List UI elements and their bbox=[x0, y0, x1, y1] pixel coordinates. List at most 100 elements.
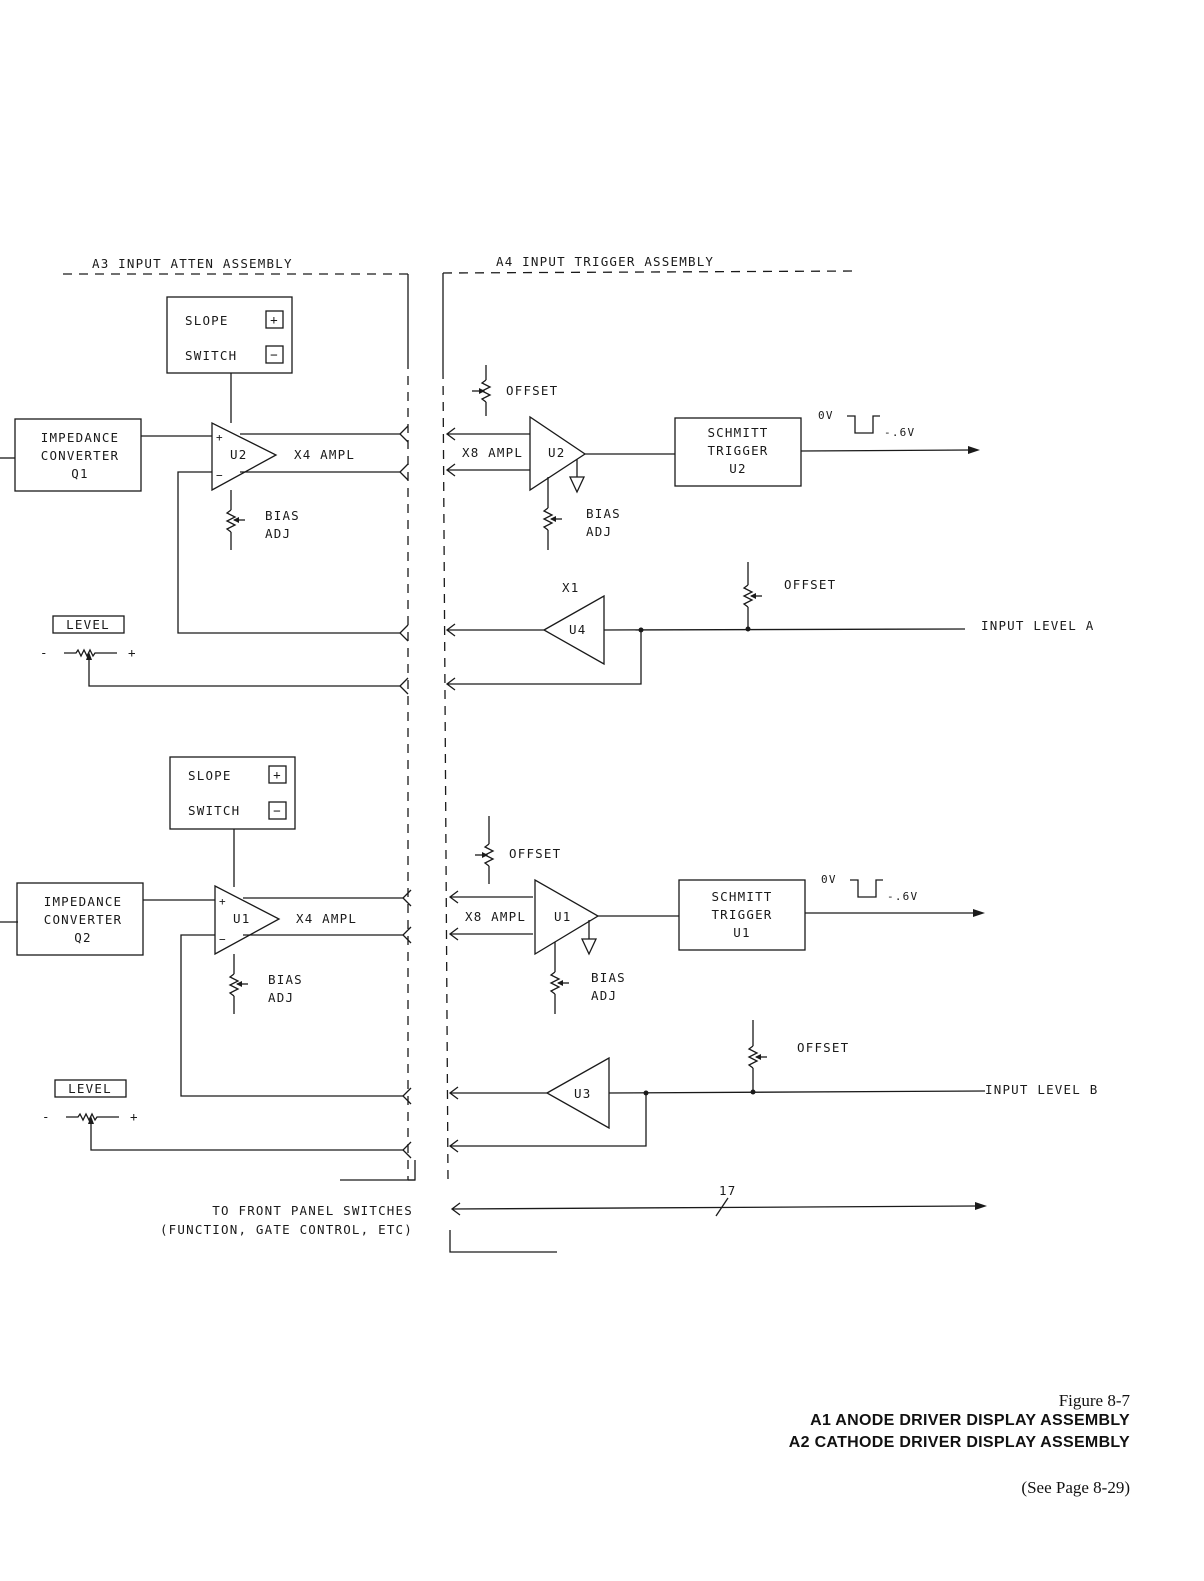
pulse-waveform-a bbox=[847, 415, 880, 434]
buffer-offset-label-a: OFFSET bbox=[784, 577, 836, 592]
buffer-label-b: U3 bbox=[574, 1086, 591, 1101]
trigger-amp-label-b: U1 bbox=[554, 909, 571, 924]
trigger-bias-b-line1: BIAS bbox=[591, 970, 626, 985]
level-minus-a: - bbox=[40, 645, 49, 660]
buffer-gain-a: X1 bbox=[562, 580, 579, 595]
impedance-converter-q1-line2: CONVERTER bbox=[41, 448, 120, 463]
trigger-bias-pot-b[interactable] bbox=[549, 971, 561, 995]
pulse-low-b: -.6V bbox=[887, 890, 918, 903]
switch-label-a: SWITCH bbox=[185, 348, 237, 363]
a4-assembly-boundary bbox=[442, 270, 856, 1253]
x8-ampl-label-a: X8 AMPL bbox=[462, 445, 523, 460]
trigger-amp-label-a: U2 bbox=[548, 445, 565, 460]
schmitt-b-line2: TRIGGER bbox=[711, 907, 772, 922]
slope-label-b: SLOPE bbox=[188, 768, 232, 783]
figure-title-line2: A2 CATHODE DRIVER DISPLAY ASSEMBLY bbox=[788, 1434, 1130, 1451]
atten-amp-plus-b: + bbox=[219, 895, 227, 908]
atten-amplifier-u1 bbox=[214, 884, 281, 956]
schmitt-trigger-u2 bbox=[674, 417, 802, 487]
bias-adj-pot-a[interactable] bbox=[225, 509, 237, 533]
trigger-bias-b-line2: ADJ bbox=[591, 988, 617, 1003]
slope-minus-glyph-b: − bbox=[273, 803, 282, 818]
channel-b: SLOPE SWITCH + − IMPEDANCE CONVERTER Q2 … bbox=[0, 756, 1098, 1159]
see-page-reference[interactable]: (See Page 8-29) bbox=[1021, 1478, 1130, 1497]
buffer-label-a: U4 bbox=[569, 622, 586, 637]
bias-adj-b-line1: BIAS bbox=[268, 972, 303, 987]
schmitt-b-line3: U1 bbox=[733, 925, 750, 940]
x4-ampl-label-b: X4 AMPL bbox=[296, 911, 357, 926]
schmitt-a-line2: TRIGGER bbox=[707, 443, 768, 458]
bus-slash bbox=[715, 1197, 729, 1217]
impedance-converter-q1-line3: Q1 bbox=[71, 466, 88, 481]
atten-amp-plus: + bbox=[216, 431, 224, 444]
buffer-offset-pot-a[interactable] bbox=[742, 584, 754, 608]
bias-adj-a-line2: ADJ bbox=[265, 526, 291, 541]
slope-plus-glyph-b: + bbox=[273, 767, 282, 782]
slope-minus-glyph-a: − bbox=[270, 347, 279, 362]
switch-label-b: SWITCH bbox=[188, 803, 240, 818]
level-pot-b[interactable] bbox=[66, 1112, 119, 1122]
bias-adj-a-line1: BIAS bbox=[265, 508, 300, 523]
front-panel-bus: 17 bbox=[450, 1183, 987, 1217]
x8-ampl-label-b: X8 AMPL bbox=[465, 909, 526, 924]
impedance-converter-q1 bbox=[14, 418, 142, 492]
front-panel-line1: TO FRONT PANEL SWITCHES bbox=[212, 1203, 413, 1218]
slope-plus-button-a[interactable] bbox=[265, 310, 284, 329]
level-label-box-a bbox=[52, 615, 125, 634]
impedance-converter-q2-line1: IMPEDANCE bbox=[44, 894, 123, 909]
impedance-converter-q2 bbox=[16, 882, 144, 956]
level-minus-b: - bbox=[42, 1109, 51, 1124]
pulse-high-b: 0V bbox=[821, 873, 837, 886]
pulse-low-a: -.6V bbox=[884, 426, 915, 439]
buffer-offset-label-b: OFFSET bbox=[797, 1040, 849, 1055]
pulse-waveform-b bbox=[850, 879, 883, 898]
bus-width-label: 17 bbox=[719, 1183, 736, 1198]
a3-assembly-boundary bbox=[63, 273, 416, 1181]
trigger-offset-label-a: OFFSET bbox=[506, 383, 558, 398]
schmitt-a-line1: SCHMITT bbox=[707, 425, 768, 440]
impedance-converter-q2-line3: Q2 bbox=[74, 930, 91, 945]
figure-number: Figure 8-7 bbox=[1058, 1391, 1130, 1410]
level-label-box-b bbox=[54, 1079, 127, 1098]
trigger-amplifier-u1 bbox=[534, 878, 600, 956]
level-plus-b: + bbox=[130, 1109, 139, 1124]
slope-switch-b-box[interactable] bbox=[169, 756, 296, 830]
ground-icon-a bbox=[568, 476, 586, 494]
figure-title-line1: A1 ANODE DRIVER DISPLAY ASSEMBLY bbox=[810, 1412, 1130, 1429]
level-label-a: LEVEL bbox=[66, 617, 110, 632]
slope-plus-button-b[interactable] bbox=[268, 765, 287, 784]
front-panel-line2: (FUNCTION, GATE CONTROL, ETC) bbox=[160, 1222, 413, 1237]
input-level-b-label: INPUT LEVEL B bbox=[985, 1082, 1098, 1097]
trigger-bias-pot-a[interactable] bbox=[542, 507, 554, 531]
level-pot-a[interactable] bbox=[64, 648, 117, 658]
schmitt-b-line1: SCHMITT bbox=[711, 889, 772, 904]
bus-arrow bbox=[975, 1202, 987, 1210]
channel-a: SLOPE SWITCH + − IMPEDANCE CONVERTER Q1 … bbox=[0, 296, 1094, 695]
atten-amp-label-a: U2 bbox=[230, 447, 247, 462]
slope-minus-button-a[interactable] bbox=[265, 345, 284, 364]
slope-minus-button-b[interactable] bbox=[268, 801, 287, 820]
input-level-a-label: INPUT LEVEL A bbox=[981, 618, 1094, 633]
trigger-amplifier-u2 bbox=[529, 415, 587, 492]
a3-assembly-title: A3 INPUT ATTEN ASSEMBLY bbox=[92, 256, 293, 271]
slope-switch-a-box[interactable] bbox=[166, 296, 293, 374]
schmitt-a-line3: U2 bbox=[729, 461, 746, 476]
slope-plus-glyph-a: + bbox=[270, 312, 279, 327]
schmitt-trigger-u1 bbox=[678, 879, 806, 951]
bias-adj-pot-b[interactable] bbox=[228, 973, 240, 997]
atten-amp-minus: − bbox=[216, 469, 224, 482]
slope-label-a: SLOPE bbox=[185, 313, 229, 328]
buffer-offset-pot-b[interactable] bbox=[747, 1045, 759, 1069]
trigger-offset-label-b: OFFSET bbox=[509, 846, 561, 861]
level-label-b: LEVEL bbox=[68, 1081, 112, 1096]
output-arrow-a bbox=[968, 446, 980, 454]
atten-amp-label-b: U1 bbox=[233, 911, 250, 926]
pulse-high-a: 0V bbox=[818, 409, 834, 422]
x4-ampl-label-a: X4 AMPL bbox=[294, 447, 355, 462]
trigger-bias-a-line1: BIAS bbox=[586, 506, 621, 521]
a4-assembly-title: A4 INPUT TRIGGER ASSEMBLY bbox=[496, 254, 714, 269]
level-plus-a: + bbox=[128, 645, 137, 660]
impedance-converter-q2-line2: CONVERTER bbox=[44, 912, 123, 927]
trigger-bias-a-line2: ADJ bbox=[586, 524, 612, 539]
